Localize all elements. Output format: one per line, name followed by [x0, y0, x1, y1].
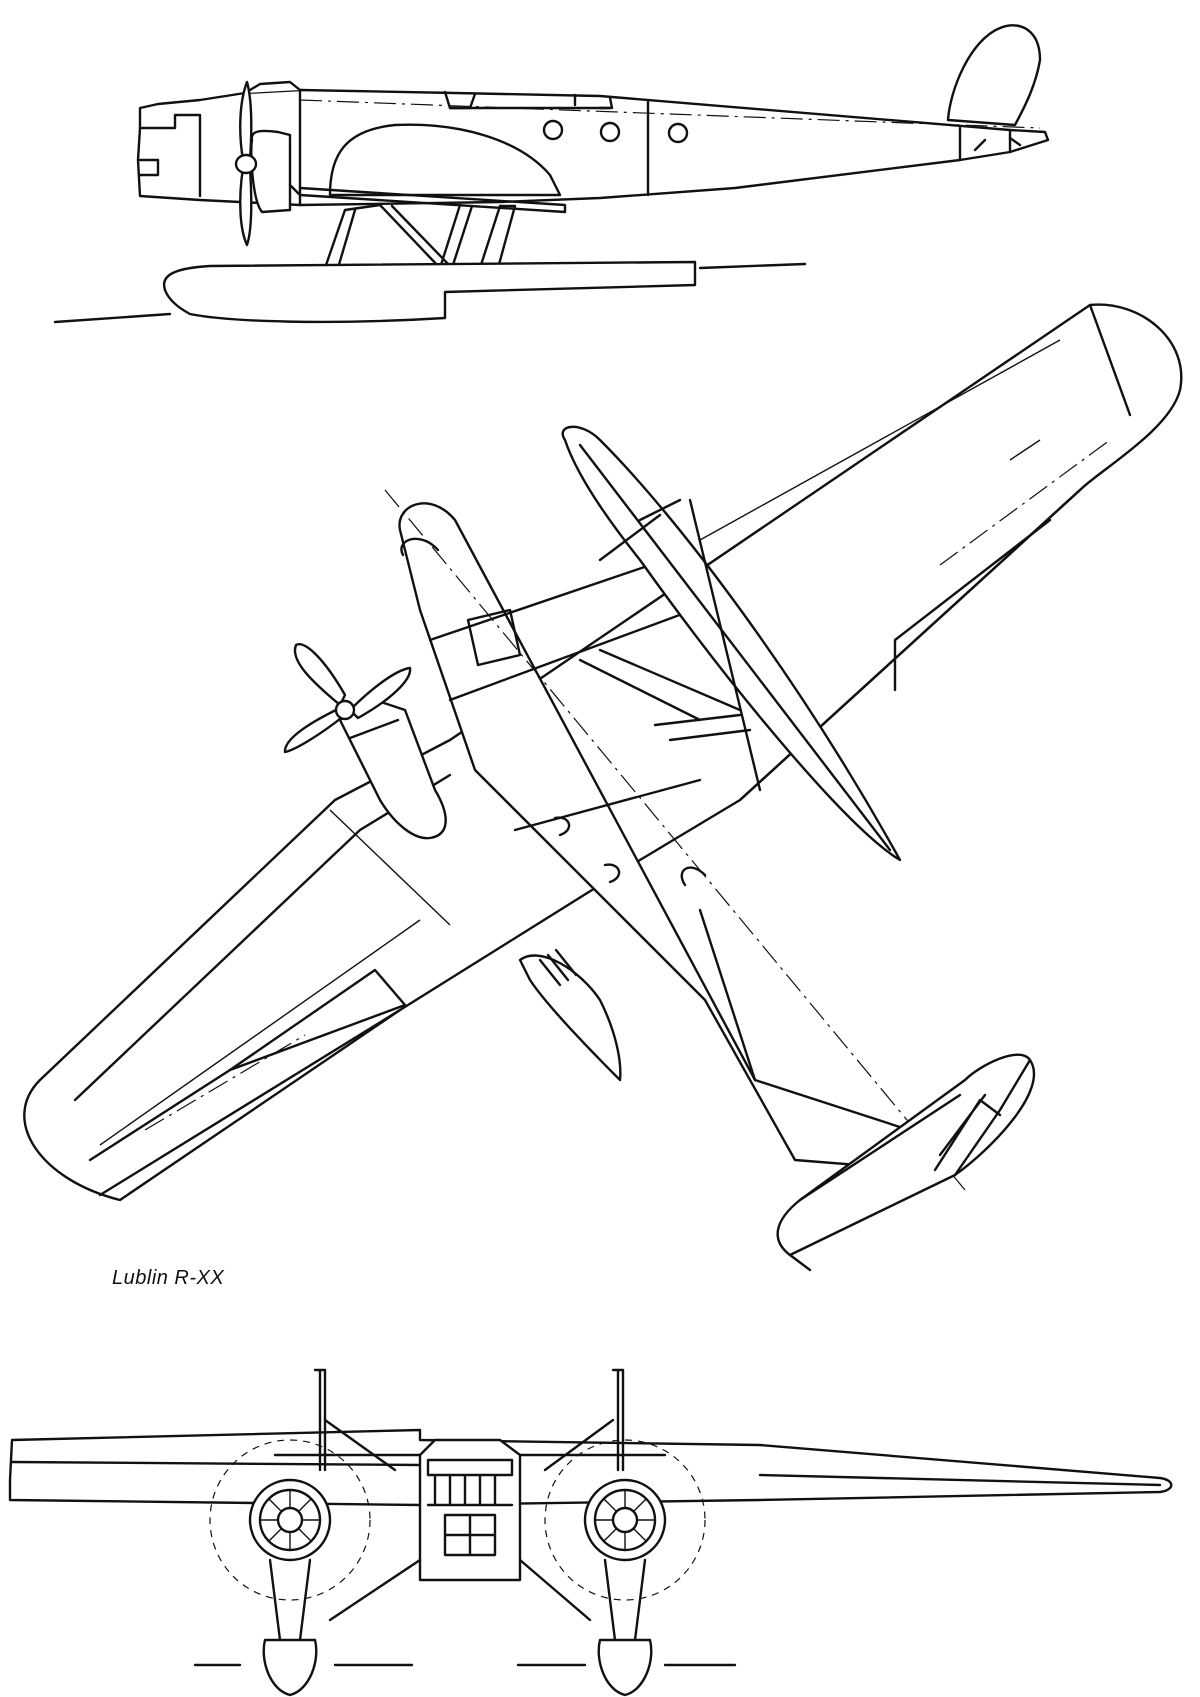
plan-propeller-spinner: [334, 699, 356, 721]
front-right-fin: [611, 1368, 625, 1472]
side-propeller-hub: [234, 153, 258, 175]
plan-left-nacelle-cowl: [348, 718, 400, 740]
side-porthole-1: [542, 119, 564, 141]
plan-left-nacelle: [338, 698, 447, 840]
plan-float-struts: [578, 648, 752, 742]
plan-left-aileron: [88, 968, 407, 1162]
plan-fuselage-centerline: [384, 489, 966, 1191]
plan-wing-rib-lines: [99, 339, 1061, 1146]
side-porthole-2: [599, 121, 621, 143]
side-nacelle-fairing: [328, 123, 562, 197]
side-view: [53, 24, 1050, 324]
plan-propeller-blade-1: [293, 643, 347, 707]
side-waterline-left: [53, 312, 172, 324]
front-left-engine-cylinders: [260, 1490, 320, 1550]
front-cockpit-windows: [426, 1458, 514, 1507]
front-view: [8, 1368, 1173, 1697]
plan-aileron-hinge-left: [144, 1034, 306, 1131]
side-engine-nacelle: [250, 129, 292, 214]
side-nose-panels: [138, 113, 202, 198]
plan-right-float-step: [598, 498, 762, 792]
plan-view: [23, 303, 1183, 1272]
plan-propeller-blade-2: [348, 666, 412, 720]
plan-tail-struts: [933, 1093, 1002, 1172]
side-waterline-right: [698, 262, 807, 270]
front-tail-struts: [323, 1418, 615, 1472]
side-cockpit-canopy: [243, 80, 302, 95]
front-left-fin: [313, 1368, 327, 1472]
plan-right-aileron: [893, 518, 1052, 692]
side-nacelle-tailpipe: [288, 183, 567, 214]
plan-left-float: [518, 954, 622, 1082]
plan-wing-panel-lines: [73, 303, 1132, 1197]
front-wing-lower-line: [10, 1460, 1162, 1487]
side-propeller-blade-top: [239, 80, 253, 162]
plan-door-marks: [553, 816, 707, 887]
side-tail-skid: [973, 136, 1022, 152]
side-tail-fin: [946, 24, 1042, 127]
front-right-engine-cylinders: [595, 1490, 655, 1550]
side-float: [162, 260, 697, 324]
front-float-struts: [268, 1558, 647, 1642]
front-left-float: [262, 1638, 318, 1697]
front-wing: [8, 1428, 1173, 1507]
plan-tailplane: [776, 1053, 1036, 1257]
plan-propeller-blade-3: [283, 706, 347, 754]
front-nose-window: [443, 1513, 497, 1557]
front-left-prop-disc: [209, 1439, 371, 1601]
drawing-caption: Lublin R-XX: [112, 1267, 225, 1289]
plan-right-float-keel: [578, 443, 892, 852]
side-propeller-blade-bottom: [239, 166, 253, 247]
front-right-float: [597, 1638, 653, 1697]
side-porthole-3: [667, 122, 689, 144]
plan-left-float-ladder: [538, 948, 578, 987]
plan-cockpit: [400, 537, 522, 667]
front-right-prop-disc: [544, 1439, 706, 1601]
side-centerline: [299, 99, 1041, 129]
plan-tail-panel-lines: [788, 1058, 1032, 1272]
side-panel-lines: [298, 88, 1012, 207]
plan-fuselage-panel-lines: [428, 558, 757, 1082]
side-float-struts: [323, 203, 517, 270]
